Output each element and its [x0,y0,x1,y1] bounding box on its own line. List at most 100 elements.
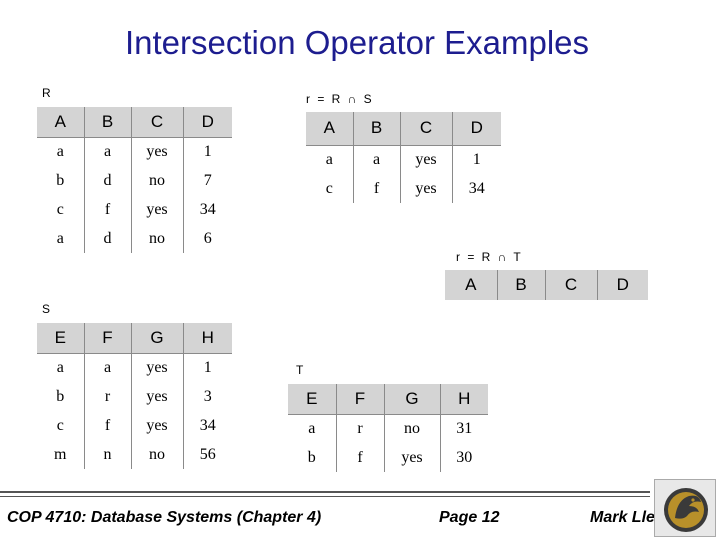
table-cell: a [306,145,354,174]
footer-page: Page 12 [439,509,500,526]
table-cell: c [306,174,354,203]
table-cell: 7 [203,171,212,189]
column-header: E [288,384,337,415]
table-cell: 3 [203,387,212,405]
result-r-cap-t-table: A B C D [445,270,648,300]
table-header-row: E F G H [37,323,232,354]
table-cell: 34 [199,416,216,434]
table-row: m n no 56 [37,440,232,469]
relation-t-table: E F G H a r no 31 b f yes 30 [288,384,488,472]
table-cell: a [353,145,401,174]
table-cell: yes [400,174,453,203]
table-cell: d [84,224,132,253]
column-header: A [37,107,85,138]
table-cell: b [288,443,337,472]
table-cell: f [84,195,132,224]
result-r-cap-t-label: r = R ∩ T [456,250,523,264]
column-header: C [545,270,598,300]
table-cell: 1 [203,358,212,376]
table-cell: 1 [203,142,212,160]
table-header-row: E F G H [288,384,488,415]
table-cell: 30 [456,448,473,466]
table-cell: b [37,382,85,411]
table-header-row: A B C D [37,107,232,138]
table-cell: f [336,443,385,472]
footer-course: COP 4710: Database Systems (Chapter 4) [7,509,322,526]
table-row: c f yes 34 [37,195,232,224]
column-header: C [131,107,184,138]
table-row: c f yes 34 [306,174,501,203]
column-header: A [306,112,354,146]
relation-s-label: S [42,302,53,316]
table-cell: b [37,166,85,195]
table-cell: f [84,411,132,440]
table-cell: 6 [203,229,212,247]
table-row: a a yes 1 [37,353,232,382]
table-cell: yes [131,195,184,224]
relation-r-table: A B C D a a yes 1 b d no 7 c f yes 34 a … [37,107,232,253]
table-cell: d [84,166,132,195]
table-cell: yes [131,411,184,440]
table-cell: a [84,353,132,382]
column-header: G [131,323,184,354]
table-cell: 56 [199,445,216,463]
table-cell: 31 [456,419,473,437]
column-header: B [84,107,132,138]
column-header: E [37,323,85,354]
table-row: a a yes 1 [306,145,501,174]
table-cell: no [131,224,184,253]
column-header: C [400,112,453,146]
column-header: D [183,107,232,138]
column-header: D [597,270,648,300]
table-row: b d no 7 [37,166,232,195]
table-row: c f yes 34 [37,411,232,440]
table-cell: n [84,440,132,469]
table-cell: f [353,174,401,203]
table-cell: c [37,195,85,224]
table-cell: a [37,353,85,382]
result-r-cap-s-label: r = R ∩ S [306,92,374,106]
column-header: F [336,384,385,415]
table-cell: 34 [468,179,485,197]
table-row: b r yes 3 [37,382,232,411]
page-title: Intersection Operator Examples [124,24,590,61]
table-row: a r no 31 [288,414,488,443]
table-cell: yes [131,382,184,411]
column-header: G [384,384,441,415]
relation-t-label: T [296,363,306,377]
table-cell: yes [384,443,441,472]
table-cell: yes [131,137,184,166]
table-cell: no [131,440,184,469]
table-cell: c [37,411,85,440]
relation-s-table: E F G H a a yes 1 b r yes 3 c f yes 34 m… [37,323,232,469]
table-header-row: A B C D [445,270,648,300]
column-header: H [183,323,232,354]
column-header: A [445,270,498,300]
table-cell: m [37,440,85,469]
university-logo-icon [654,479,716,537]
column-header: D [452,112,501,146]
table-cell: 1 [472,150,481,168]
table-cell: a [288,414,337,443]
table-cell: r [84,382,132,411]
column-header: F [84,323,132,354]
column-header: B [353,112,401,146]
relation-r-label: R [42,86,53,100]
footer-divider [0,491,650,493]
table-cell: r [336,414,385,443]
table-row: b f yes 30 [288,443,488,472]
table-cell: no [131,166,184,195]
column-header: H [440,384,488,415]
footer-divider [0,496,650,497]
table-cell: yes [131,353,184,382]
table-header-row: A B C D [306,112,501,146]
column-header: B [497,270,546,300]
table-row: a d no 6 [37,224,232,253]
table-row: a a yes 1 [37,137,232,166]
result-r-cap-s-table: A B C D a a yes 1 c f yes 34 [306,112,501,203]
table-cell: no [384,414,441,443]
table-cell: yes [400,145,453,174]
table-cell: a [84,137,132,166]
table-cell: a [37,224,85,253]
table-cell: 34 [199,200,216,218]
